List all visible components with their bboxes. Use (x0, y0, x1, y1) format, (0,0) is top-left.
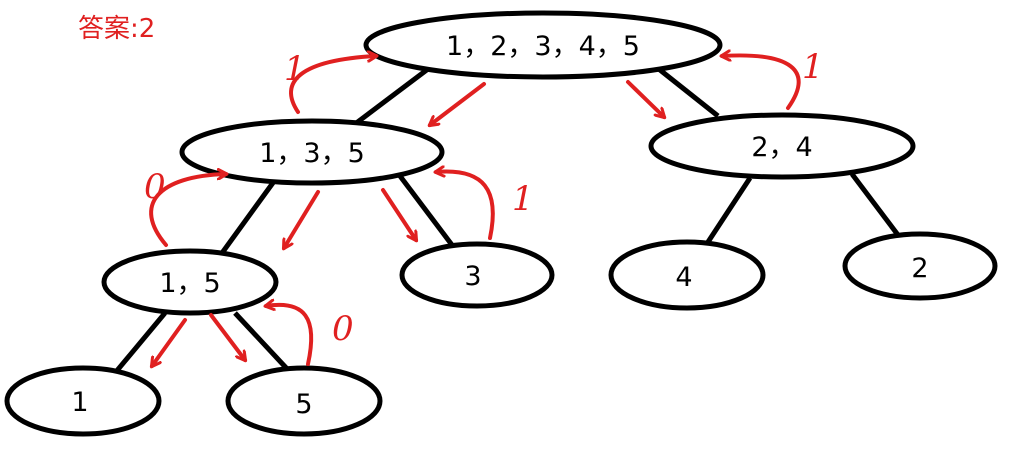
tree-edges (113, 64, 900, 375)
node-n5: 5 (225, 365, 383, 437)
edge-root-n24 (653, 64, 720, 118)
descend-arrow-n15-n5 (209, 313, 245, 360)
tree-nodes: 1，2，3，4，5 1，3，5 2，4 1，5 3 4 2 1 (4, 10, 998, 437)
return-arrow-n3 (436, 172, 495, 240)
node-n2: 2 (842, 231, 998, 301)
return-value-n3: 1 (512, 179, 534, 219)
return-arrow-n5 (266, 305, 314, 366)
edge-n135-n15 (219, 178, 278, 255)
descend-arrow-root-n24 (626, 80, 664, 117)
return-arrow-n135 (289, 56, 376, 114)
node-n5-label: 5 (295, 389, 312, 420)
descend-arrow-n135-n3 (381, 188, 416, 240)
edge-root-n135 (353, 64, 434, 126)
node-n135-label: 1，3，5 (259, 138, 365, 169)
descend-arrow-n15-n1 (152, 318, 187, 366)
return-value-n135: 1 (284, 49, 306, 89)
return-arrow-n24 (722, 55, 801, 110)
node-root-label: 1，2，3，4，5 (446, 31, 640, 62)
return-value-n15: 0 (144, 167, 166, 207)
node-n1: 1 (4, 365, 162, 437)
node-n3: 3 (399, 241, 555, 309)
node-n4: 4 (608, 239, 766, 311)
node-n15: 1，5 (101, 248, 279, 316)
return-value-n24: 1 (802, 47, 824, 87)
traversal-arrows (149, 55, 801, 366)
edge-n15-n5 (233, 311, 292, 374)
descend-arrow-root-n135 (430, 82, 486, 125)
return-value-n5: 0 (332, 309, 354, 349)
node-n3-label: 3 (464, 261, 481, 292)
node-n2-label: 2 (911, 253, 928, 284)
edge-n15-n1 (113, 311, 167, 375)
edge-n24-n4 (705, 176, 753, 244)
node-root: 1，2，3，4，5 (363, 10, 723, 80)
node-n135: 1，3，5 (179, 118, 445, 186)
edge-n135-n3 (398, 174, 454, 247)
descend-arrow-n135-n15 (284, 190, 320, 248)
return-value-labels: 1 1 0 1 0 (144, 47, 824, 349)
node-n4-label: 4 (675, 262, 692, 293)
node-n24-label: 2，4 (751, 132, 812, 163)
return-arrow-n15 (149, 174, 226, 247)
edge-n24-n2 (850, 172, 900, 237)
answer-text: 答案:2 (78, 14, 156, 44)
node-n15-label: 1，5 (159, 268, 220, 299)
node-n1-label: 1 (71, 387, 88, 418)
node-n24: 2，4 (648, 112, 916, 180)
